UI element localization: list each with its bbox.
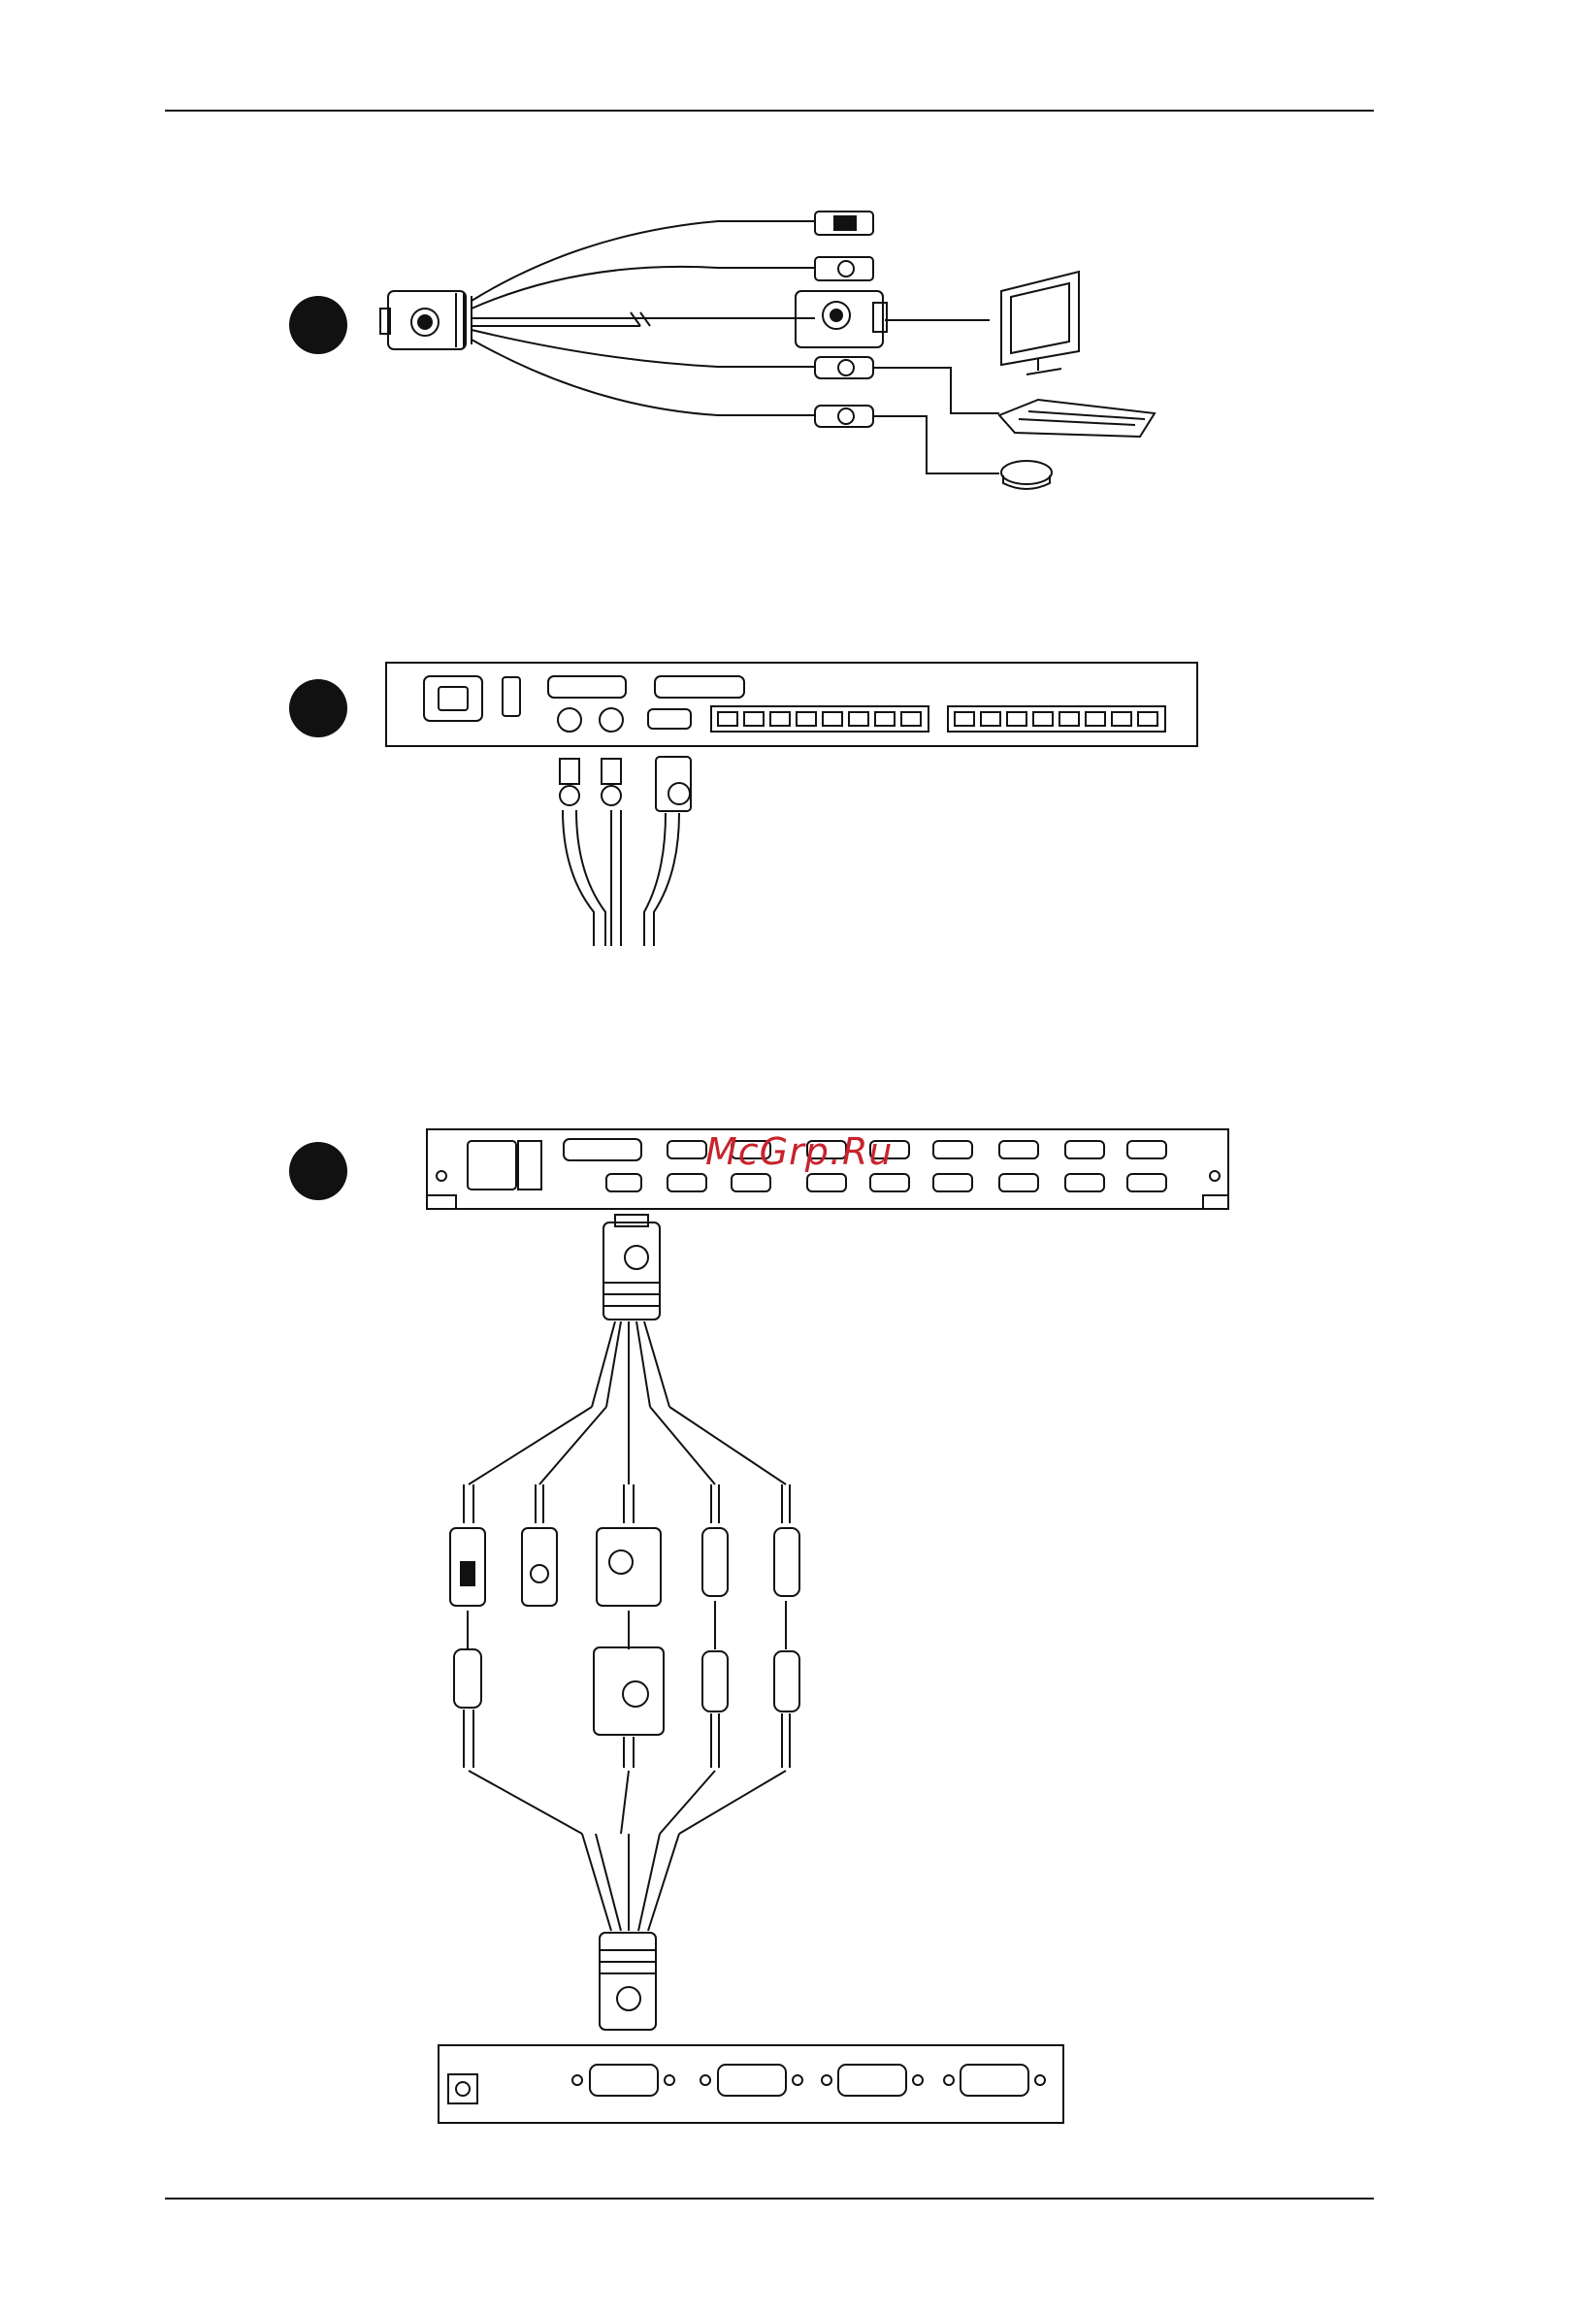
adapter-cable-merge-bottom <box>469 1771 786 1931</box>
watermark-text: McGrp.Ru <box>705 1130 893 1173</box>
adapter-connectors-lower <box>454 1601 799 1768</box>
power-switch-2 <box>518 1141 541 1190</box>
ps2-keyboard-cable <box>472 330 815 367</box>
monitor-icon <box>1001 272 1079 375</box>
usb-connector-icon <box>815 212 873 235</box>
rj45-bank-1 <box>711 706 928 732</box>
server-serial-port-2 <box>961 2065 1028 2096</box>
db25-port-1 <box>548 676 626 698</box>
power-socket <box>424 676 482 721</box>
server-serial-port-1 <box>838 2065 906 2096</box>
power-jack <box>448 2074 477 2103</box>
mouse-icon <box>1001 461 1052 489</box>
adapter-connectors-upper <box>450 1528 799 1606</box>
link-to-mouse <box>873 416 999 473</box>
ps2-mouse-connector-icon <box>815 406 873 427</box>
rj45-bank-2 <box>948 706 1165 732</box>
usb-b-connector-icon <box>815 257 873 280</box>
server-vga-port-2 <box>718 2065 786 2096</box>
db15-plug-left <box>380 291 472 349</box>
ps2-keyboard-connector-icon <box>702 1528 728 1596</box>
db25-port-2 <box>655 676 744 698</box>
ps2-port-mouse <box>600 708 623 732</box>
server-cable-plug-bottom <box>600 1933 656 2030</box>
ps2-mouse-connector-icon <box>774 1528 799 1596</box>
ps2-cable-plugs <box>560 757 691 946</box>
adapter-cable-split-top <box>464 1321 790 1523</box>
power-socket-2 <box>468 1141 516 1190</box>
kvm-cable-plug-top <box>603 1215 660 1320</box>
ps2-port-keyboard <box>558 708 581 732</box>
vga-port <box>648 709 691 729</box>
power-switch <box>503 677 520 716</box>
server-rear-panel <box>439 2045 1063 2123</box>
vga-console-port <box>606 1174 641 1191</box>
db25-console-port <box>564 1139 641 1160</box>
server-vga-port-1 <box>590 2065 658 2096</box>
link-to-keyboard <box>873 368 999 413</box>
ps2-keyboard-connector-icon <box>815 357 873 378</box>
console-cable-assembly <box>380 212 1155 489</box>
ps2-mouse-cable <box>472 340 815 415</box>
usb-b-connector-icon <box>522 1528 557 1606</box>
db15-port-row-bottom <box>668 1174 1166 1191</box>
keyboard-icon <box>999 400 1155 437</box>
vga-connector-icon <box>597 1528 661 1606</box>
kvm-rear-panel-1 <box>386 663 1197 946</box>
